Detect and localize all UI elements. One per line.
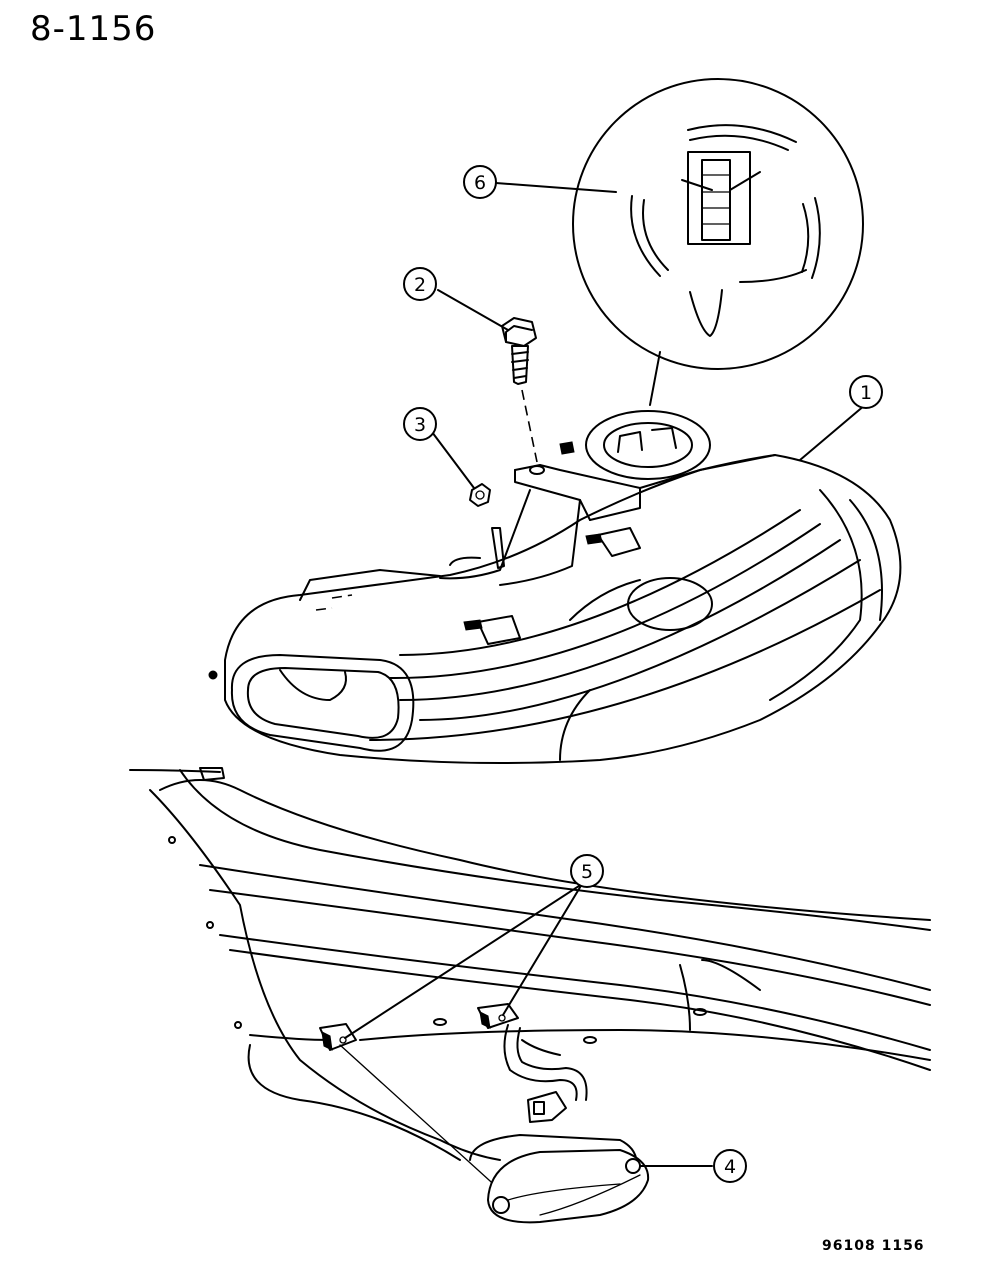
callout-5: 5 <box>570 854 604 888</box>
reference-code: 96108 1156 <box>822 1238 925 1254</box>
callout-6: 6 <box>463 165 497 199</box>
callout-label: 3 <box>414 414 426 436</box>
callout-1: 1 <box>849 375 883 409</box>
callout-label: 2 <box>414 274 426 296</box>
front-fascia <box>129 767 931 1161</box>
mounting-screw <box>501 317 538 463</box>
fascia-clips <box>319 1003 519 1051</box>
callout-label: 5 <box>581 861 593 883</box>
detail-leader <box>649 351 661 406</box>
callout-3: 3 <box>403 407 437 441</box>
socket-detail-view <box>572 78 864 370</box>
callout-label: 6 <box>474 172 486 194</box>
callout-label: 1 <box>860 382 872 404</box>
retainer-nut <box>469 483 491 507</box>
leader-lines <box>344 182 866 1167</box>
callout-label: 4 <box>724 1156 736 1178</box>
callout-4: 4 <box>713 1149 747 1183</box>
callout-2: 2 <box>403 267 437 301</box>
side-marker-lamp <box>339 1024 650 1224</box>
page-number: 8-1156 <box>30 9 157 49</box>
headlamp-assembly <box>208 410 902 765</box>
